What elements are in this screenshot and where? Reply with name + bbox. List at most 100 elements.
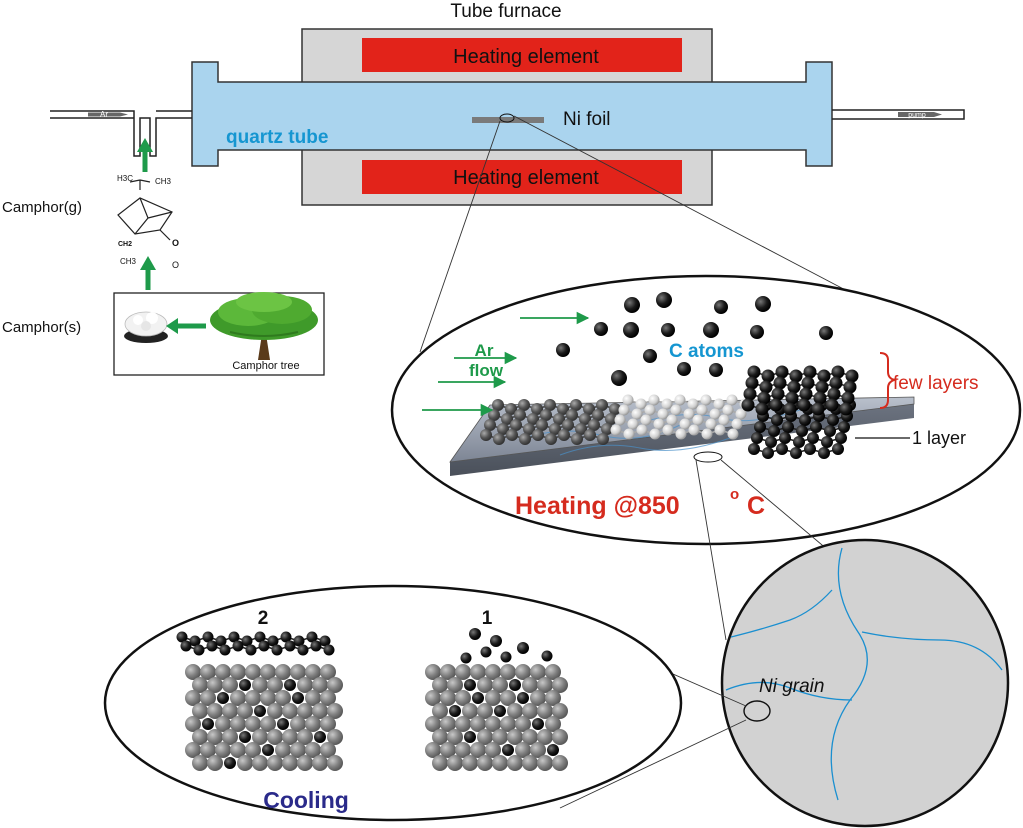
carbon-atom	[757, 391, 771, 405]
carbon-atom	[831, 365, 845, 379]
nickel-atom	[455, 716, 471, 732]
carbon-atom	[773, 376, 787, 390]
carbon-atom	[618, 404, 630, 416]
carbon-atom	[297, 644, 309, 656]
nickel-atom	[327, 729, 343, 745]
nickel-atom	[537, 729, 553, 745]
carbon-atom	[751, 432, 763, 444]
carbon-atom	[727, 428, 739, 440]
nickel-atom	[282, 703, 298, 719]
molecule-ch3-bottom: CH3	[120, 257, 137, 266]
carbon-atom	[310, 640, 322, 652]
carbon-atom	[692, 414, 704, 426]
camphor-gas-label: Camphor(g)	[2, 199, 82, 216]
carbon-atom	[635, 398, 647, 410]
carbon-atom	[562, 419, 574, 431]
carbon-atom	[825, 398, 839, 412]
carbon-atom	[536, 419, 548, 431]
carbon-atom	[571, 433, 583, 445]
heating-element-top	[362, 38, 682, 72]
nickel-atom	[185, 690, 201, 706]
nickel-atom	[260, 690, 276, 706]
carbon-atom	[631, 408, 643, 420]
carbon-atom	[258, 640, 270, 652]
nickel-atom	[200, 742, 216, 758]
carbon-atom	[824, 425, 836, 437]
camphor-tree-label: Camphor tree	[232, 360, 299, 372]
nickel-atom	[537, 755, 553, 771]
carbon-atom	[835, 432, 847, 444]
nickel-atom	[447, 677, 463, 693]
nickel-atom	[222, 677, 238, 693]
nickel-atom	[492, 755, 508, 771]
carbon-atom	[701, 428, 713, 440]
nickel-atom	[185, 664, 201, 680]
molecule-o-bond: O	[172, 238, 179, 248]
nickel-atom	[537, 703, 553, 719]
carbon-atom	[754, 421, 766, 433]
nickel-atom	[477, 755, 493, 771]
nickel-atom	[530, 664, 546, 680]
carbon-atom	[583, 403, 595, 415]
carbon-atom	[509, 679, 521, 691]
nickel-atom	[260, 716, 276, 732]
ni-foil-label: Ni foil	[563, 109, 611, 130]
carbon-atom	[627, 418, 639, 430]
nickel-atom	[432, 703, 448, 719]
stage-2-label: 2	[258, 608, 269, 629]
carbon-atom	[505, 403, 517, 415]
carbon-atom	[280, 631, 292, 643]
carbon-atom	[735, 408, 747, 420]
carbon-atom	[829, 376, 843, 390]
nickel-atom	[252, 677, 268, 693]
cooling-zoom: 2 1 Cooling	[103, 584, 683, 822]
outlet-pipe	[832, 109, 965, 120]
carbon-atom	[785, 391, 799, 405]
carbon-atom	[705, 418, 717, 430]
nickel-atom	[485, 716, 501, 732]
heating-element-top-label: Heating element	[453, 46, 599, 68]
nickel-atom	[282, 755, 298, 771]
carbon-atom	[775, 365, 789, 379]
camphor-molecule	[117, 179, 173, 241]
carbon-atom	[596, 399, 608, 411]
carbon-atom	[472, 692, 484, 704]
nickel-atom	[425, 664, 441, 680]
nickel-atom	[327, 677, 343, 693]
nickel-atom	[297, 677, 313, 693]
carbon-atom	[745, 376, 759, 390]
nickel-atom	[305, 716, 321, 732]
ni-grain-circle	[720, 538, 1010, 828]
nickel-atom	[530, 742, 546, 758]
carbon-atom	[518, 399, 530, 411]
nickel-atom	[192, 755, 208, 771]
ni-foil-zoom-marker	[499, 113, 515, 123]
ni-grain-label: Ni grain	[759, 676, 824, 697]
carbon-atom	[510, 419, 522, 431]
nickel-atom	[522, 703, 538, 719]
carbon-atom	[544, 399, 556, 411]
nickel-atom	[185, 742, 201, 758]
carbon-atom	[545, 433, 557, 445]
carbon-atom	[292, 692, 304, 704]
carbon-atom	[761, 369, 775, 383]
carbon-atom	[815, 380, 829, 394]
carbon-atom	[810, 421, 822, 433]
nickel-atom	[305, 742, 321, 758]
carbon-atom	[765, 436, 777, 448]
carbon-atom	[592, 409, 604, 421]
nickel-atom	[552, 703, 568, 719]
carbon-atom	[293, 635, 305, 647]
carbon-atom	[224, 757, 236, 769]
carbon-atom	[653, 418, 665, 430]
ni-foil	[472, 117, 544, 123]
nickel-atom	[297, 729, 313, 745]
carbon-atom	[494, 705, 506, 717]
carbon-atom	[670, 404, 682, 416]
carbon-atom	[532, 718, 544, 730]
ar-inlet-arrow	[88, 112, 128, 117]
nickel-atom	[245, 664, 261, 680]
carbon-atom	[759, 380, 773, 394]
nickel-atom	[447, 729, 463, 745]
carbon-atom	[502, 744, 514, 756]
